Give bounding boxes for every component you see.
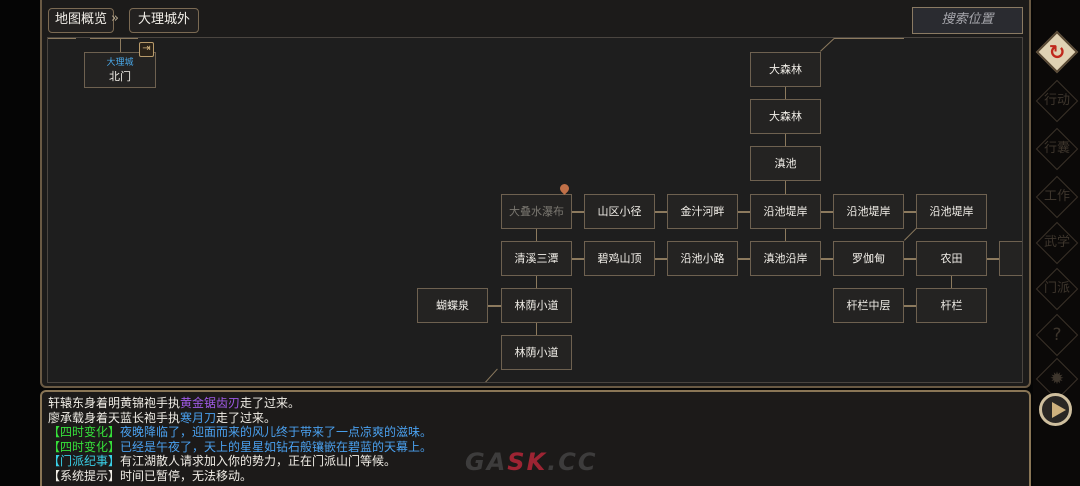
map-connector — [987, 258, 999, 260]
map-node-linyin[interactable]: 林荫小道 — [501, 335, 572, 370]
log-line: 廖承载身着天蓝长袍手执寒月刀走了过来。 — [48, 411, 1029, 426]
map-connector — [904, 258, 916, 260]
map-connector — [820, 38, 835, 52]
search-input[interactable]: 搜索位置 — [912, 7, 1023, 34]
current-area-button[interactable]: 大理城外 — [129, 8, 200, 33]
map-node-jinzhi[interactable]: 金汁河畔 — [667, 194, 738, 229]
exit-door-icon[interactable]: ⇥ — [139, 42, 154, 57]
map-node-qingxi[interactable]: 清溪三潭 — [501, 241, 572, 276]
map-node-biji[interactable]: 碧鸡山顶 — [584, 241, 655, 276]
log-line: 轩辕东身着明黄锦袍手执黄金锯齿刃走了过来。 — [48, 396, 1029, 411]
map-node-linyin[interactable]: 林荫小道 — [501, 288, 572, 323]
map-connector — [785, 87, 786, 99]
map-connector — [536, 276, 537, 288]
map-connector — [738, 258, 750, 260]
map-edge-line — [48, 38, 76, 39]
map-connector — [655, 211, 667, 213]
log-text: 轩辕东身着明黄锦袍手执 — [48, 396, 181, 410]
map-connector — [904, 305, 916, 307]
map-connector — [785, 134, 786, 146]
log-text: 时间已暂停，无法移动。 — [120, 468, 253, 483]
map-connector — [536, 323, 537, 335]
map-node-dianchi[interactable]: 滇池 — [750, 146, 821, 181]
map-connector — [417, 382, 487, 383]
map-connector — [821, 258, 833, 260]
map-node-butterfly-spring[interactable]: 蝴蝶泉 — [417, 288, 488, 323]
map-connector — [785, 181, 786, 194]
sect-icon[interactable]: 门派 — [1035, 267, 1079, 311]
map-node-bank[interactable]: 沿池堤岸 — [916, 194, 987, 229]
map-node-ganlan-mid[interactable]: 杆栏中层 — [833, 288, 904, 323]
log-line: 【四时变化】夜晚降临了，迎面而来的风儿终于带来了一点凉爽的滋味。 — [48, 425, 1029, 440]
log-line: 【四时变化】已经是午夜了，天上的星星如钻石般镶嵌在碧蓝的天幕上。 — [48, 440, 1029, 455]
map-connector — [904, 211, 916, 213]
map-connector — [488, 305, 501, 307]
log-line: 【系统提示】时间已暂停，无法移动。 — [48, 469, 1029, 484]
exit-name-label: 北门 — [109, 70, 131, 83]
log-tag: 【四时变化】 — [48, 439, 121, 454]
location-pin-icon — [558, 182, 571, 195]
map-node-offscreen[interactable] — [999, 241, 1022, 276]
map-connector — [834, 38, 904, 39]
map-node-bank[interactable]: 沿池堤岸 — [833, 194, 904, 229]
map-connector — [951, 276, 952, 288]
log-tag: 【门派纪事】 — [48, 454, 121, 468]
map-node-mountain-path[interactable]: 山区小径 — [584, 194, 655, 229]
martial-arts-icon[interactable]: 武学 — [1035, 221, 1079, 265]
map-connector — [655, 258, 667, 260]
weapon-name: 黄金锯齿刃 — [180, 396, 241, 410]
log-tag: 【四时变化】 — [48, 425, 121, 439]
log-tag: 【系统提示】 — [48, 468, 121, 483]
map-connector — [738, 211, 750, 213]
map-overview-button[interactable]: 地图概览 — [48, 8, 115, 33]
message-log: 轩辕东身着明黄锦袍手执黄金锯齿刃走了过来。 廖承载身着天蓝长袍手执寒月刀走了过来… — [40, 390, 1031, 486]
play-icon[interactable] — [1039, 393, 1072, 426]
map-swirl-icon[interactable]: ↻ — [1035, 30, 1079, 74]
log-text: 走了过来。 — [240, 396, 301, 410]
map-connector — [821, 211, 833, 213]
map-node-waterfall-current[interactable]: 大叠水瀑布 — [501, 194, 572, 229]
map-node-north-gate[interactable]: 大理城 北门 — [84, 52, 156, 88]
map-edge-line — [90, 38, 138, 39]
map-node-forest[interactable]: 大森林 — [750, 52, 821, 87]
log-text: 廖承载身着天蓝长袍手执 — [48, 410, 181, 425]
map-node-dianchi-shore[interactable]: 滇池沿岸 — [750, 241, 821, 276]
bag-icon[interactable]: 行囊 — [1035, 127, 1079, 171]
map-node-yanchi-path[interactable]: 沿池小路 — [667, 241, 738, 276]
work-icon[interactable]: 工作 — [1035, 175, 1079, 219]
map-node-forest[interactable]: 大森林 — [750, 99, 821, 134]
map-connector — [572, 258, 584, 260]
watermark: GASK.CC — [465, 448, 598, 476]
map-connector — [785, 229, 786, 241]
log-text: 夜晚降临了，迎面而来的风儿终于带来了一点凉爽的滋味。 — [120, 425, 433, 439]
map-node-ganlan[interactable]: 杆栏 — [916, 288, 987, 323]
weapon-name: 寒月刀 — [180, 410, 217, 425]
map-connector — [904, 227, 917, 241]
breadcrumb-separator-icon: » — [111, 11, 119, 26]
log-text: 有江湖散人请求加入你的势力，正在门派山门等候。 — [120, 454, 397, 468]
action-icon[interactable]: 行动 — [1035, 79, 1079, 123]
map-connector — [485, 368, 498, 382]
map-node-luojiadian[interactable]: 罗伽甸 — [833, 241, 904, 276]
log-text: 走了过来。 — [216, 410, 277, 425]
log-text: 已经是午夜了，天上的星星如钻石般镶嵌在碧蓝的天幕上。 — [120, 439, 433, 454]
map-node-farmland[interactable]: 农田 — [916, 241, 987, 276]
map-connector — [536, 229, 537, 241]
exit-region-label: 大理城 — [106, 58, 134, 68]
map-node-bank[interactable]: 沿池堤岸 — [750, 194, 821, 229]
log-line: 【门派纪事】有江湖散人请求加入你的势力，正在门派山门等候。 — [48, 454, 1029, 469]
help-icon[interactable]: ? — [1035, 313, 1079, 357]
map-canvas[interactable]: 大理城 北门 ⇥ 大森林 大森林 滇池 大叠水瀑布 山区小径 金汁河畔 沿池堤岸… — [47, 37, 1023, 383]
map-connector — [572, 211, 584, 213]
map-connector — [120, 38, 121, 53]
